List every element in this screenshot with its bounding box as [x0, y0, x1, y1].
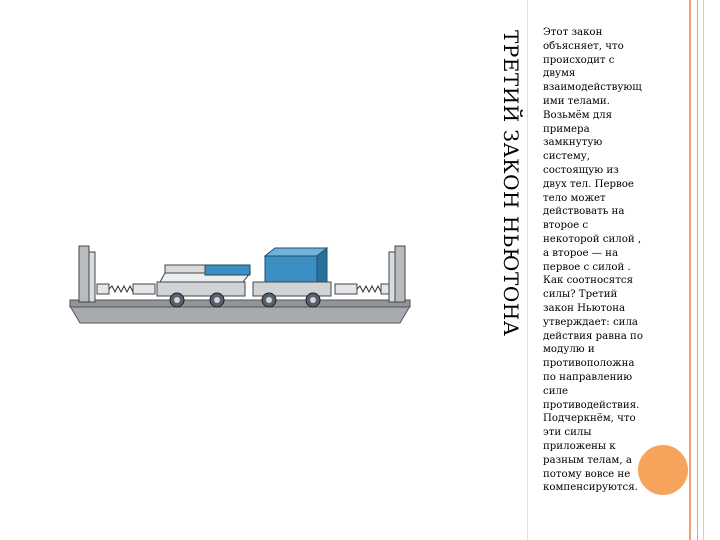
carts-on-track-illustration: [69, 245, 411, 324]
body-line: закон Ньютона: [543, 302, 626, 314]
body-line: второе с: [543, 220, 589, 232]
body-line: двух тел. Первое: [543, 178, 634, 190]
body-line: противодействия.: [543, 399, 640, 411]
body-line: Возьмём для: [543, 109, 613, 121]
body-line: тело может: [543, 192, 606, 204]
body-line: происходит с: [543, 54, 615, 66]
decorative-stripe: [689, 0, 691, 540]
slide-title: ТРЕТИЙ ЗАКОН НЬЮТОНА: [499, 30, 523, 337]
body-line: систему,: [543, 151, 591, 163]
body-line: а второе — на: [543, 247, 619, 259]
panel-divider: [527, 0, 528, 540]
body-line: силы? Третий: [543, 289, 618, 301]
body-line: замкнутую: [543, 137, 603, 149]
body-line: по направлению: [543, 371, 633, 383]
body-line: двумя: [543, 68, 576, 80]
body-line: противоположна: [543, 358, 635, 370]
body-line: действовать на: [543, 206, 625, 218]
body-line: объясняет, что: [543, 40, 624, 52]
body-line: некоторой силой ,: [543, 233, 642, 245]
body-line: потому вовсе не: [543, 468, 631, 480]
body-line: эти силы: [543, 427, 592, 439]
body-line: Подчеркнём, что: [543, 413, 636, 425]
body-line: приложены к: [543, 440, 616, 452]
body-line: разным телам, а: [543, 454, 632, 466]
body-line: утверждает: сила: [543, 316, 639, 328]
body-line: первое с силой .: [543, 261, 631, 273]
decorative-circle: [638, 445, 688, 495]
body-line: ими телами.: [543, 95, 610, 107]
decorative-stripe: [703, 0, 704, 540]
body-line: компенсируются.: [543, 482, 638, 494]
body-line: действия равна по: [543, 330, 643, 342]
body-line: силе: [543, 385, 568, 397]
slide-body-text: Этот закон объясняет, что происходит с двум…: [543, 26, 661, 495]
body-line: модулю и: [543, 344, 595, 356]
decorative-stripe: [697, 0, 698, 540]
body-line: состоящую из: [543, 164, 619, 176]
body-line: Как соотносятся: [543, 275, 633, 287]
body-line: примера: [543, 123, 590, 135]
body-line: взаимодействующ: [543, 82, 642, 94]
body-line: Этот закон: [543, 27, 603, 38]
